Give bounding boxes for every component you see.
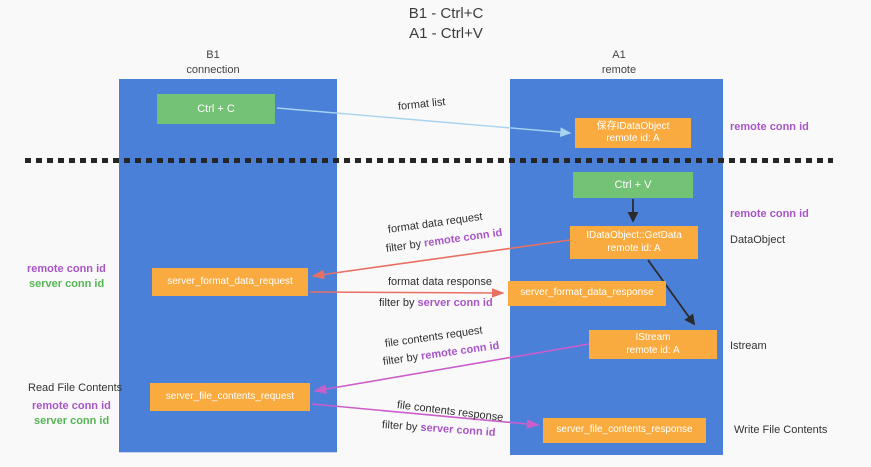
label-filter-server-1: filter by server conn id [379,297,493,309]
left-remote-conn-id-2: remote conn id [32,400,111,412]
right-remote-conn-id-1: remote conn id [730,121,809,133]
title-line-2: A1 - Ctrl+V [409,24,483,42]
filter-by-text: filter by [382,350,422,368]
server-file-contents-request-box: server_file_contents_request [150,383,310,411]
save-idataobject-line1: 保存IDataObject [596,120,670,132]
diagram-title: B1 - Ctrl+C A1 - Ctrl+V [346,4,546,43]
server-conn-id-text: server conn id [417,297,493,309]
filter-by-text: filter by [381,419,421,434]
istream-box: IStream remote id: A [589,330,717,359]
left-remote-conn-id-1: remote conn id [27,263,106,275]
right-write-file-contents-label: Write File Contents [734,424,828,436]
left-server-conn-id-1: server conn id [29,278,105,290]
server-file-contents-response-box: server_file_contents_response [543,418,706,443]
right-dataobject-label: DataObject [730,234,786,246]
getdata-line2: remote id: A [607,242,661,254]
column-header-a1: A1 remote [569,48,669,78]
column-header-b1: B1 connection [163,48,263,78]
ctrl-v-label: Ctrl + V [614,179,652,191]
label-format-list: format list [397,96,446,113]
column-a1-name: A1 [612,49,626,61]
right-remote-conn-id-2: remote conn id [730,208,809,220]
right-istream-label: Istream [730,340,767,352]
ctrl-c-label: Ctrl + C [197,103,235,115]
server-conn-id-text: server conn id [420,421,496,439]
istream-line2: remote id: A [626,344,680,356]
title-line-1: B1 - Ctrl+C [408,5,484,22]
save-idataobject-line2: remote id: A [606,133,660,144]
ctrl-c-box: Ctrl + C [157,94,275,124]
server-format-data-response-label: server_format_data_response [520,287,654,299]
left-read-file-contents-label: Read File Contents [28,382,123,394]
server-format-data-response-box: server_format_data_response [508,281,666,306]
dashed-divider [25,158,833,163]
column-a1-role: remote [601,63,637,76]
server-file-contents-request-label: server_file_contents_request [165,390,295,402]
label-format-data-response: format data response [388,276,492,288]
server-format-data-request-box: server_format_data_request [152,268,308,296]
filter-by-text: filter by [385,237,425,255]
label-filter-server-2: filter by server conn id [382,419,496,439]
filter-by-text: filter by [379,297,418,309]
idataobject-getdata-box: IDataObject::GetData remote id: A [570,226,698,259]
arrow-format-data-response [309,288,505,298]
format-data-response-text: format data response [388,276,492,288]
column-b1-name: B1 [206,49,220,61]
format-list-text: format list [397,96,447,113]
remote-conn-id-text: remote conn id [423,226,504,250]
server-file-contents-response-label: server_file_contents_response [556,424,693,436]
istream-line1: IStream [635,332,671,343]
column-b1-role: connection [186,63,240,76]
getdata-line1: IDataObject::GetData [586,230,682,241]
save-idataobject-box: 保存IDataObject remote id: A [575,118,691,148]
server-format-data-request-label: server_format_data_request [167,275,293,287]
ctrl-v-box: Ctrl + V [573,172,693,198]
left-server-conn-id-2: server conn id [34,415,110,427]
